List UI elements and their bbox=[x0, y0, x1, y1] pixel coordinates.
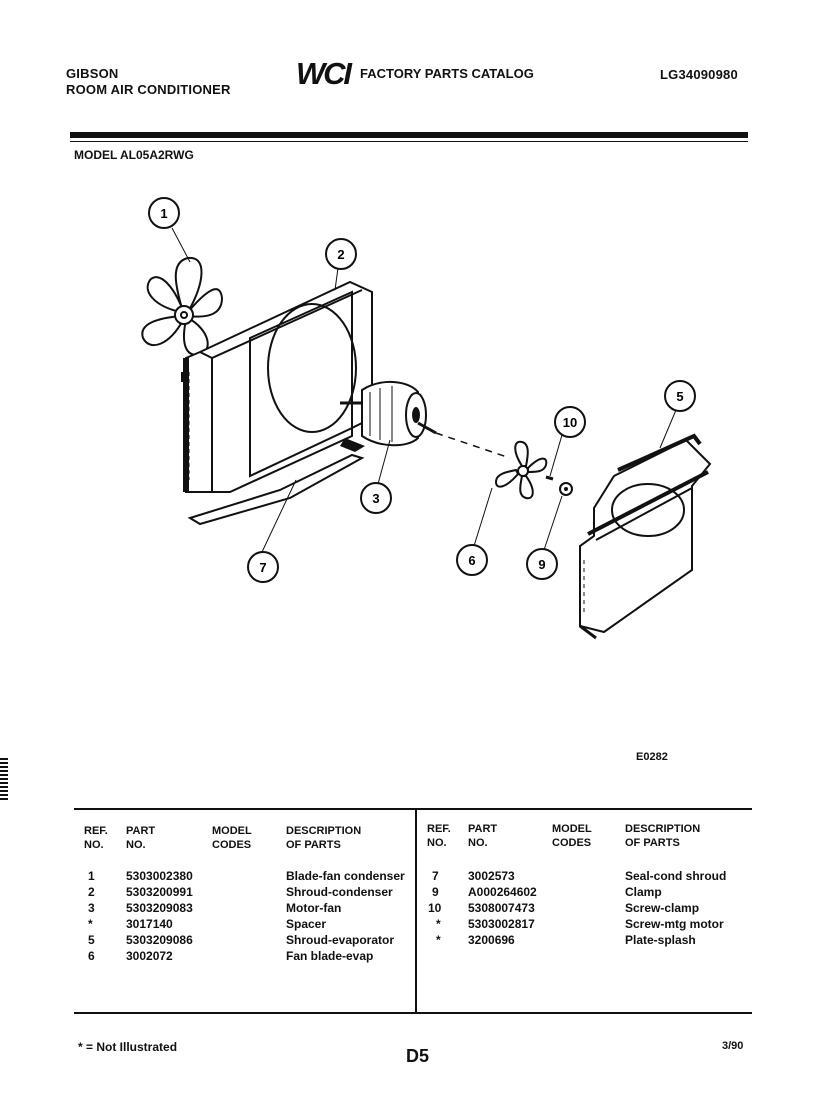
header-ref: REF.NO. bbox=[84, 825, 108, 851]
page-id: D5 bbox=[406, 1046, 430, 1066]
callout-leaders bbox=[171, 227, 677, 553]
scan-edge-mark bbox=[0, 758, 8, 802]
callout-label: 10 bbox=[563, 415, 577, 430]
screw-clamp bbox=[545, 475, 554, 481]
callout-7: 7 bbox=[247, 551, 279, 583]
callout-9: 9 bbox=[526, 548, 558, 580]
table-bottom-rule bbox=[74, 1012, 752, 1014]
callout-2: 2 bbox=[325, 238, 357, 270]
callout-label: 3 bbox=[372, 491, 379, 506]
callout-label: 2 bbox=[337, 247, 344, 262]
print-date: 3/90 bbox=[722, 1040, 744, 1052]
catalog-header: WCI FACTORY PARTS CATALOG bbox=[294, 56, 534, 90]
callout-3: 3 bbox=[360, 482, 392, 514]
callout-label: 6 bbox=[468, 553, 475, 568]
callout-10: 10 bbox=[554, 406, 586, 438]
seal-condenser-shroud bbox=[187, 453, 365, 526]
header-ref-right: REF.NO. bbox=[427, 823, 451, 849]
brand-name: GIBSON bbox=[66, 66, 119, 81]
fan-motor bbox=[340, 380, 437, 452]
catalog-title: FACTORY PARTS CATALOG bbox=[360, 65, 534, 81]
callout-1: 1 bbox=[148, 197, 180, 229]
callout-group: 1 2 3 5 6 7 9 10 bbox=[148, 197, 696, 583]
table-top-rule bbox=[74, 808, 752, 810]
product-line: ROOM AIR CONDITIONER bbox=[66, 82, 231, 97]
evaporator-fan-blade bbox=[494, 440, 548, 500]
condenser-shroud bbox=[183, 280, 373, 493]
footer-note: * = Not Illustrated bbox=[78, 1040, 178, 1054]
condenser-fan-blade bbox=[141, 256, 224, 382]
exploded-parts-diagram: 1 2 3 5 6 7 9 10 bbox=[141, 197, 712, 640]
catalog-number: LG34090980 bbox=[660, 67, 738, 82]
table-column-divider bbox=[415, 810, 417, 1012]
model-label: MODEL AL05A2RWG bbox=[74, 148, 194, 162]
header-rule bbox=[70, 132, 748, 138]
callout-label: 1 bbox=[160, 206, 167, 221]
callout-label: 9 bbox=[538, 557, 545, 572]
header-rule-thin bbox=[70, 141, 748, 142]
callout-6: 6 bbox=[456, 544, 488, 576]
diagram-code: E0282 bbox=[636, 751, 668, 763]
evaporator-shroud bbox=[579, 433, 712, 640]
callout-5: 5 bbox=[664, 380, 696, 412]
shaft-axis-line bbox=[435, 432, 511, 459]
brand-block: GIBSON ROOM AIR CONDITIONER bbox=[66, 66, 231, 98]
callout-label: 7 bbox=[259, 560, 266, 575]
wci-logo: WCI bbox=[296, 56, 353, 90]
callout-label: 5 bbox=[676, 389, 683, 404]
logo-text: WCI bbox=[296, 56, 353, 90]
